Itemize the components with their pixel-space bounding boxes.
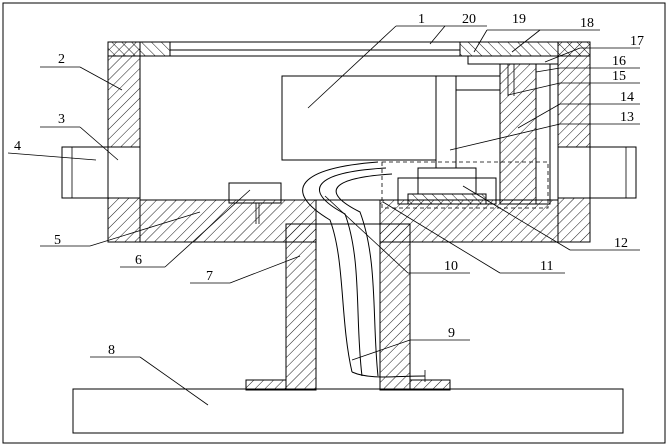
housing-right-lower [557, 197, 591, 243]
label-17: 17 [630, 34, 644, 49]
inner-guide [535, 63, 551, 205]
column-right-wall [379, 223, 411, 391]
label-6: 6 [135, 253, 142, 268]
housing-bottom-right [379, 199, 559, 243]
vertical-shaft [435, 75, 457, 169]
sensor-pad [407, 193, 487, 205]
label-18: 18 [580, 16, 594, 31]
leader-lines [7, 25, 640, 406]
label-8: 8 [108, 343, 115, 358]
label-5: 5 [54, 233, 61, 248]
sensor-body [417, 167, 477, 195]
cable-a [302, 161, 379, 373]
top-cover-inner [169, 49, 461, 57]
label-19: 19 [512, 12, 526, 27]
left-connector [61, 146, 109, 199]
label-9: 9 [448, 326, 455, 341]
right-opening [557, 146, 591, 199]
top-cover [169, 41, 461, 51]
small-block [228, 182, 282, 204]
bottom-bore [315, 199, 381, 225]
ring-step [467, 55, 559, 65]
label-11: 11 [540, 259, 553, 274]
label-13: 13 [620, 110, 634, 125]
label-12: 12 [614, 236, 628, 251]
top-right-ring [459, 41, 591, 57]
label-7: 7 [206, 269, 213, 284]
component-box [281, 75, 437, 161]
cable-c [335, 173, 393, 377]
top-left-ring [107, 41, 171, 57]
label-14: 14 [620, 90, 634, 105]
left-opening [107, 146, 141, 199]
column-foot-right [409, 379, 451, 391]
label-16: 16 [612, 54, 626, 69]
label-10: 10 [444, 259, 458, 274]
label-4: 4 [14, 139, 21, 154]
dashed-enclosure [381, 161, 549, 209]
label-3: 3 [58, 112, 65, 127]
label-1: 1 [418, 12, 425, 27]
column-left-wall [285, 223, 317, 391]
column-foot-left [245, 379, 287, 391]
housing-right-wall [557, 41, 591, 148]
right-connector [589, 146, 637, 199]
label-20: 20 [462, 12, 476, 27]
label-15: 15 [612, 69, 626, 84]
label-2: 2 [58, 52, 65, 67]
base-plate [72, 388, 624, 434]
cable-b [318, 167, 387, 377]
housing-bottom-left [139, 199, 317, 243]
shaft-collar [455, 75, 501, 91]
housing-left-wall [107, 41, 141, 148]
cable-end [351, 371, 426, 378]
